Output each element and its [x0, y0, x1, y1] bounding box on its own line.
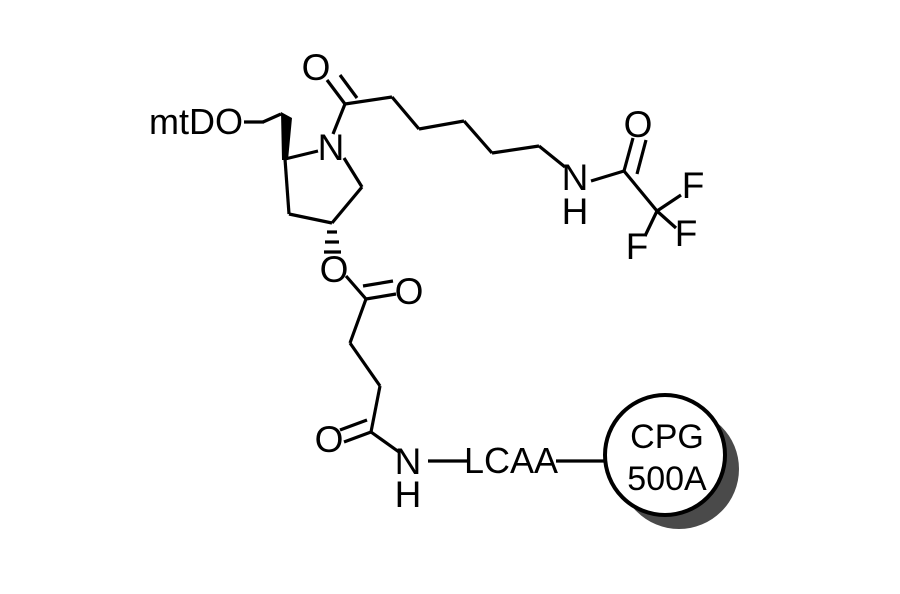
bond-succinate-2	[348, 342, 382, 387]
ester-carbonyl-oxygen-label: O	[395, 271, 424, 312]
bond-tfa-c-o-inner	[622, 137, 635, 172]
lcaa-label: LCAA	[464, 440, 558, 481]
bond-ch2-top	[262, 112, 282, 124]
amide-nitrogen-label: N	[562, 157, 589, 198]
bond-acyl-c-o-outer	[338, 74, 359, 99]
bond-cf3-f3	[643, 210, 659, 237]
bond-chain-2	[390, 95, 421, 131]
bond-chain-6-to-n	[537, 144, 567, 169]
succinyl-amide-oxygen-label: O	[315, 419, 344, 460]
bond-ring-n-c5	[342, 157, 364, 188]
ester-oxygen-label: O	[320, 249, 349, 290]
bond-chain-4	[462, 119, 494, 155]
bond-succ-c-o-inner	[343, 430, 372, 444]
bond-chain-3	[418, 119, 465, 131]
bond-chain-1	[344, 95, 393, 106]
bond-amide-n-to-carbonyl	[590, 169, 625, 183]
bond-chain-5	[491, 144, 540, 155]
succinyl-amide-hydrogen-label: H	[395, 474, 422, 515]
mtdo-label: mtDO	[149, 101, 243, 142]
bond-ring-c5-c4	[330, 185, 364, 225]
pyrrolidine-nitrogen-label: N	[318, 127, 345, 168]
bond-cf3-f1	[656, 193, 682, 213]
bond-tfa-carbonyl-to-cf3	[622, 169, 659, 213]
succinyl-amide-nitrogen-label: N	[395, 441, 422, 482]
bond-ring-c4-c3	[288, 212, 333, 225]
cpg-label-line1: CPG	[630, 418, 704, 456]
bond-succinate-1	[348, 298, 368, 344]
bond-succ-c-o-outer	[339, 418, 368, 432]
bond-succ-carbonyl-to-n	[370, 430, 400, 454]
fluorine-2-label: F	[675, 213, 698, 254]
bond-acyl-c-o-inner	[325, 79, 347, 105]
bond-ester-c-o-inner	[365, 292, 397, 301]
bond-ester-c-o-outer	[362, 279, 394, 288]
bond-cf3-f2	[655, 209, 678, 230]
fluorine-3-label: F	[626, 226, 649, 267]
cpg-label-line2: 500A	[627, 460, 707, 498]
bond-ring-c2-n	[284, 149, 319, 161]
fluorine-1-label: F	[682, 165, 705, 206]
bond-tfa-c-o-outer	[635, 139, 648, 175]
acyl-oxygen-label: O	[302, 47, 331, 88]
wedge-bond-c2-stereocenter	[281, 112, 292, 160]
tfa-oxygen-label: O	[624, 104, 653, 145]
cpg-bead	[603, 393, 727, 517]
bond-n-to-acyl-carbon	[331, 103, 347, 135]
bond-succinate-3	[369, 385, 382, 433]
bond-ester-o-to-carbonyl	[344, 274, 368, 301]
amide-hydrogen-label: H	[562, 191, 589, 232]
bond-ring-c3-c2	[283, 158, 291, 215]
